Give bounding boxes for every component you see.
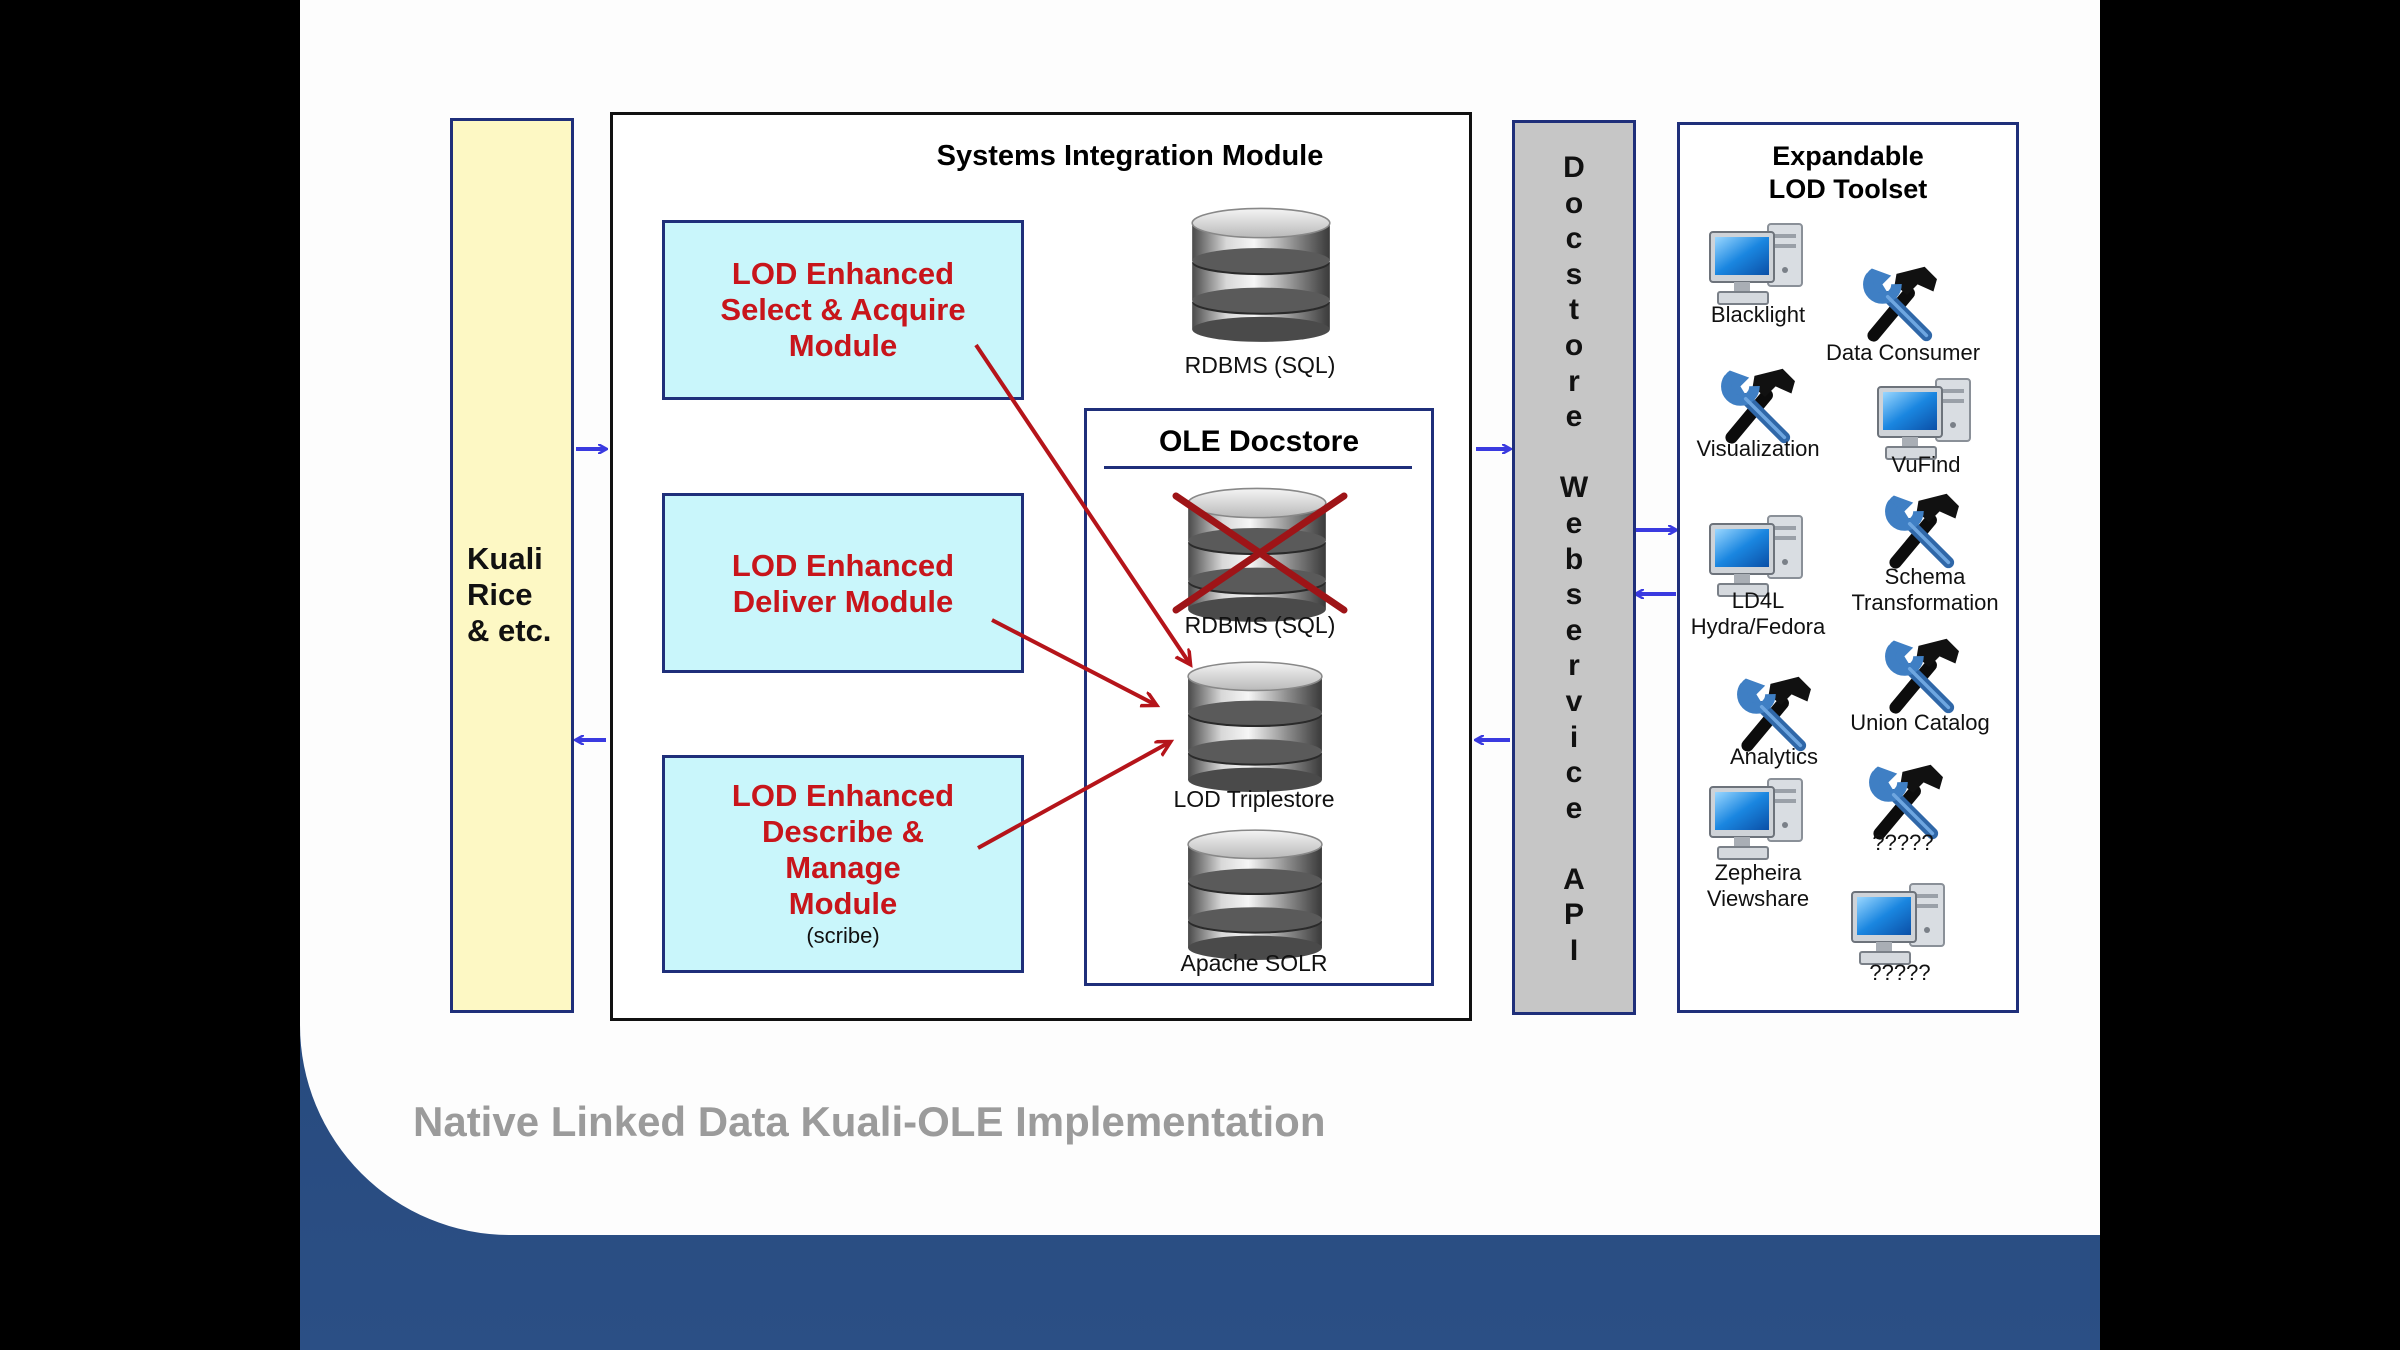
crossed-out-mark [1172,492,1348,614]
blacklight-computer-icon [1708,220,1808,310]
api-label-char: v [1565,684,1583,718]
solr-label: Apache SOLR [1180,950,1328,976]
toolset-item-label: Union Catalog [1850,710,1990,735]
slide: Kuali Rice & etc. Systems Integration Mo… [300,0,2100,1350]
toolset-item-label: ????? [1872,830,1934,855]
api-label-char [1512,826,1636,862]
api-label-char: e [1565,506,1583,540]
toolset-item-label: Blacklight [1710,302,1806,327]
toolset-item-label: LD4L Hydra/Fedora [1690,588,1826,639]
api-label-char: o [1564,186,1584,220]
triplestore-label: LOD Triplestore [1173,786,1335,812]
kuali-rice-label: Kuali Rice & etc. [467,541,552,648]
api-label-char: c [1565,222,1583,256]
toolset-item-label: VuFind [1891,452,1961,477]
union-catalog-tools-icon [1872,630,1972,718]
api-label-char: s [1565,578,1583,612]
toolset-item-label: ????? [1869,960,1931,985]
api-label-char: e [1565,400,1583,434]
toolset-item-label: Data Consumer [1825,340,1981,365]
api-label-char: e [1565,791,1583,825]
zepheira-computer-icon [1708,775,1808,865]
api-label-char: s [1565,257,1583,291]
rdbms-top-label: RDBMS (SQL) [1184,352,1336,378]
sim-title: Systems Integration Module [936,140,1324,172]
docstore-rdbms-label: RDBMS (SQL) [1184,612,1336,638]
api-label-char: r [1568,649,1580,683]
module-to-triplestore-arrows [974,343,2100,850]
unknown-computer-icon [1850,880,1950,970]
deliver-module: LOD Enhanced Deliver Module [662,493,1024,673]
api-label-char: o [1564,328,1584,362]
api-label-char: i [1569,720,1579,754]
select-acquire-module: LOD Enhanced Select & Acquire Module [662,220,1024,400]
scribe-note: (scribe) [806,923,880,948]
toolset-title: Expandable LOD Toolset [1768,141,1928,204]
analytics-tools-icon [1724,668,1824,756]
toolset-item-label: Visualization [1696,436,1820,461]
api-label-char: r [1568,364,1580,398]
api-label-char: b [1564,542,1584,576]
api-label-char: A [1563,862,1585,896]
data-flow-arrows [300,0,2100,1235]
slide-caption: Native Linked Data Kuali-OLE Implementat… [413,1098,1326,1145]
api-label-char: c [1565,756,1583,790]
api-label-char: P [1563,898,1584,932]
api-label-char [1512,435,1636,471]
toolset-item-label: Analytics [1729,744,1819,769]
docstore-title-rule [1104,466,1412,469]
docstore-webservice-api [1512,120,1636,1015]
kuali-rice-box: Kuali Rice & etc. [450,118,574,1013]
docstore-title: OLE Docstore [1158,425,1360,458]
data-consumer-tools-icon [1850,258,1950,346]
api-label-char: D [1563,151,1585,184]
describe-manage-module: LOD Enhanced Describe & Manage Module (s… [662,755,1024,973]
api-label-char: W [1559,471,1589,505]
visualization-tools-icon [1708,360,1808,448]
schema-transformation-tools-icon [1872,485,1972,573]
api-label-char: t [1569,293,1579,327]
api-label-char: I [1569,934,1579,968]
api-label-char: e [1565,613,1583,647]
toolset-item-label: Schema Transformation [1851,564,1999,615]
toolset-item-label: Zepheira Viewshare [1706,860,1810,911]
